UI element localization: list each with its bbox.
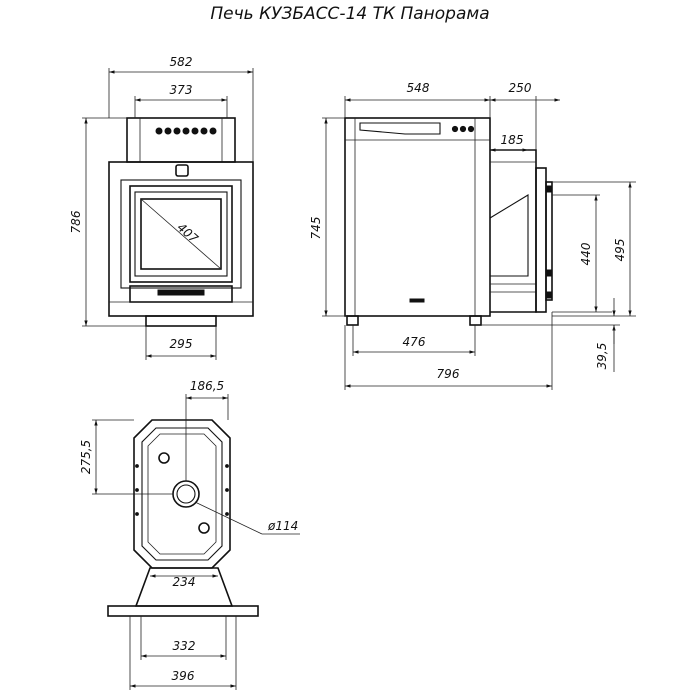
dim-side-tank-width: 250 bbox=[509, 81, 532, 95]
dim-top-offset-x: 186,5 bbox=[190, 379, 224, 393]
dim-side-leg-height: 39,5 bbox=[595, 343, 609, 370]
front-glass bbox=[140, 198, 222, 270]
dim-top-chimney-diameter: ø114 bbox=[267, 519, 298, 533]
drawing-title: Печь КУЗБАСС-14 ТК Панорама bbox=[210, 4, 490, 24]
front-vent-holes bbox=[155, 127, 217, 135]
dim-top-base-inner: 332 bbox=[173, 639, 196, 653]
dim-top-neck-width: 234 bbox=[173, 575, 196, 589]
top-view: 186,5 275,5 ø114 234 332 396 bbox=[79, 379, 300, 690]
side-tank bbox=[489, 149, 553, 313]
dim-side-height: 745 bbox=[309, 217, 323, 240]
front-top-box bbox=[126, 117, 236, 163]
dim-side-tank-inner: 185 bbox=[501, 133, 524, 147]
side-top-lid bbox=[359, 122, 441, 135]
dim-top-offset-y: 275,5 bbox=[79, 440, 93, 474]
front-view: 582 373 786 407 295 bbox=[69, 55, 254, 360]
dim-side-leg-width: 476 bbox=[403, 335, 426, 349]
side-vent-holes bbox=[451, 125, 475, 133]
side-view: 548 250 185 745 440 495 bbox=[309, 81, 636, 390]
dim-side-total-length: 796 bbox=[437, 367, 460, 381]
side-body bbox=[344, 117, 491, 317]
dim-front-height: 786 bbox=[69, 210, 83, 233]
front-door-frame bbox=[120, 179, 242, 289]
dim-side-tank-height-2: 495 bbox=[613, 239, 627, 262]
dim-front-glass-diagonal: 407 bbox=[174, 220, 201, 246]
dim-side-body-width: 548 bbox=[407, 81, 430, 95]
dim-top-base-outer: 396 bbox=[172, 669, 195, 683]
top-base-plate bbox=[107, 605, 259, 617]
dim-front-top-width: 373 bbox=[170, 83, 193, 97]
top-rivets bbox=[135, 464, 229, 516]
dim-front-total-width: 582 bbox=[170, 55, 193, 69]
dim-front-bottom-width: 295 bbox=[170, 337, 193, 351]
dim-side-tank-height-1: 440 bbox=[579, 242, 593, 265]
